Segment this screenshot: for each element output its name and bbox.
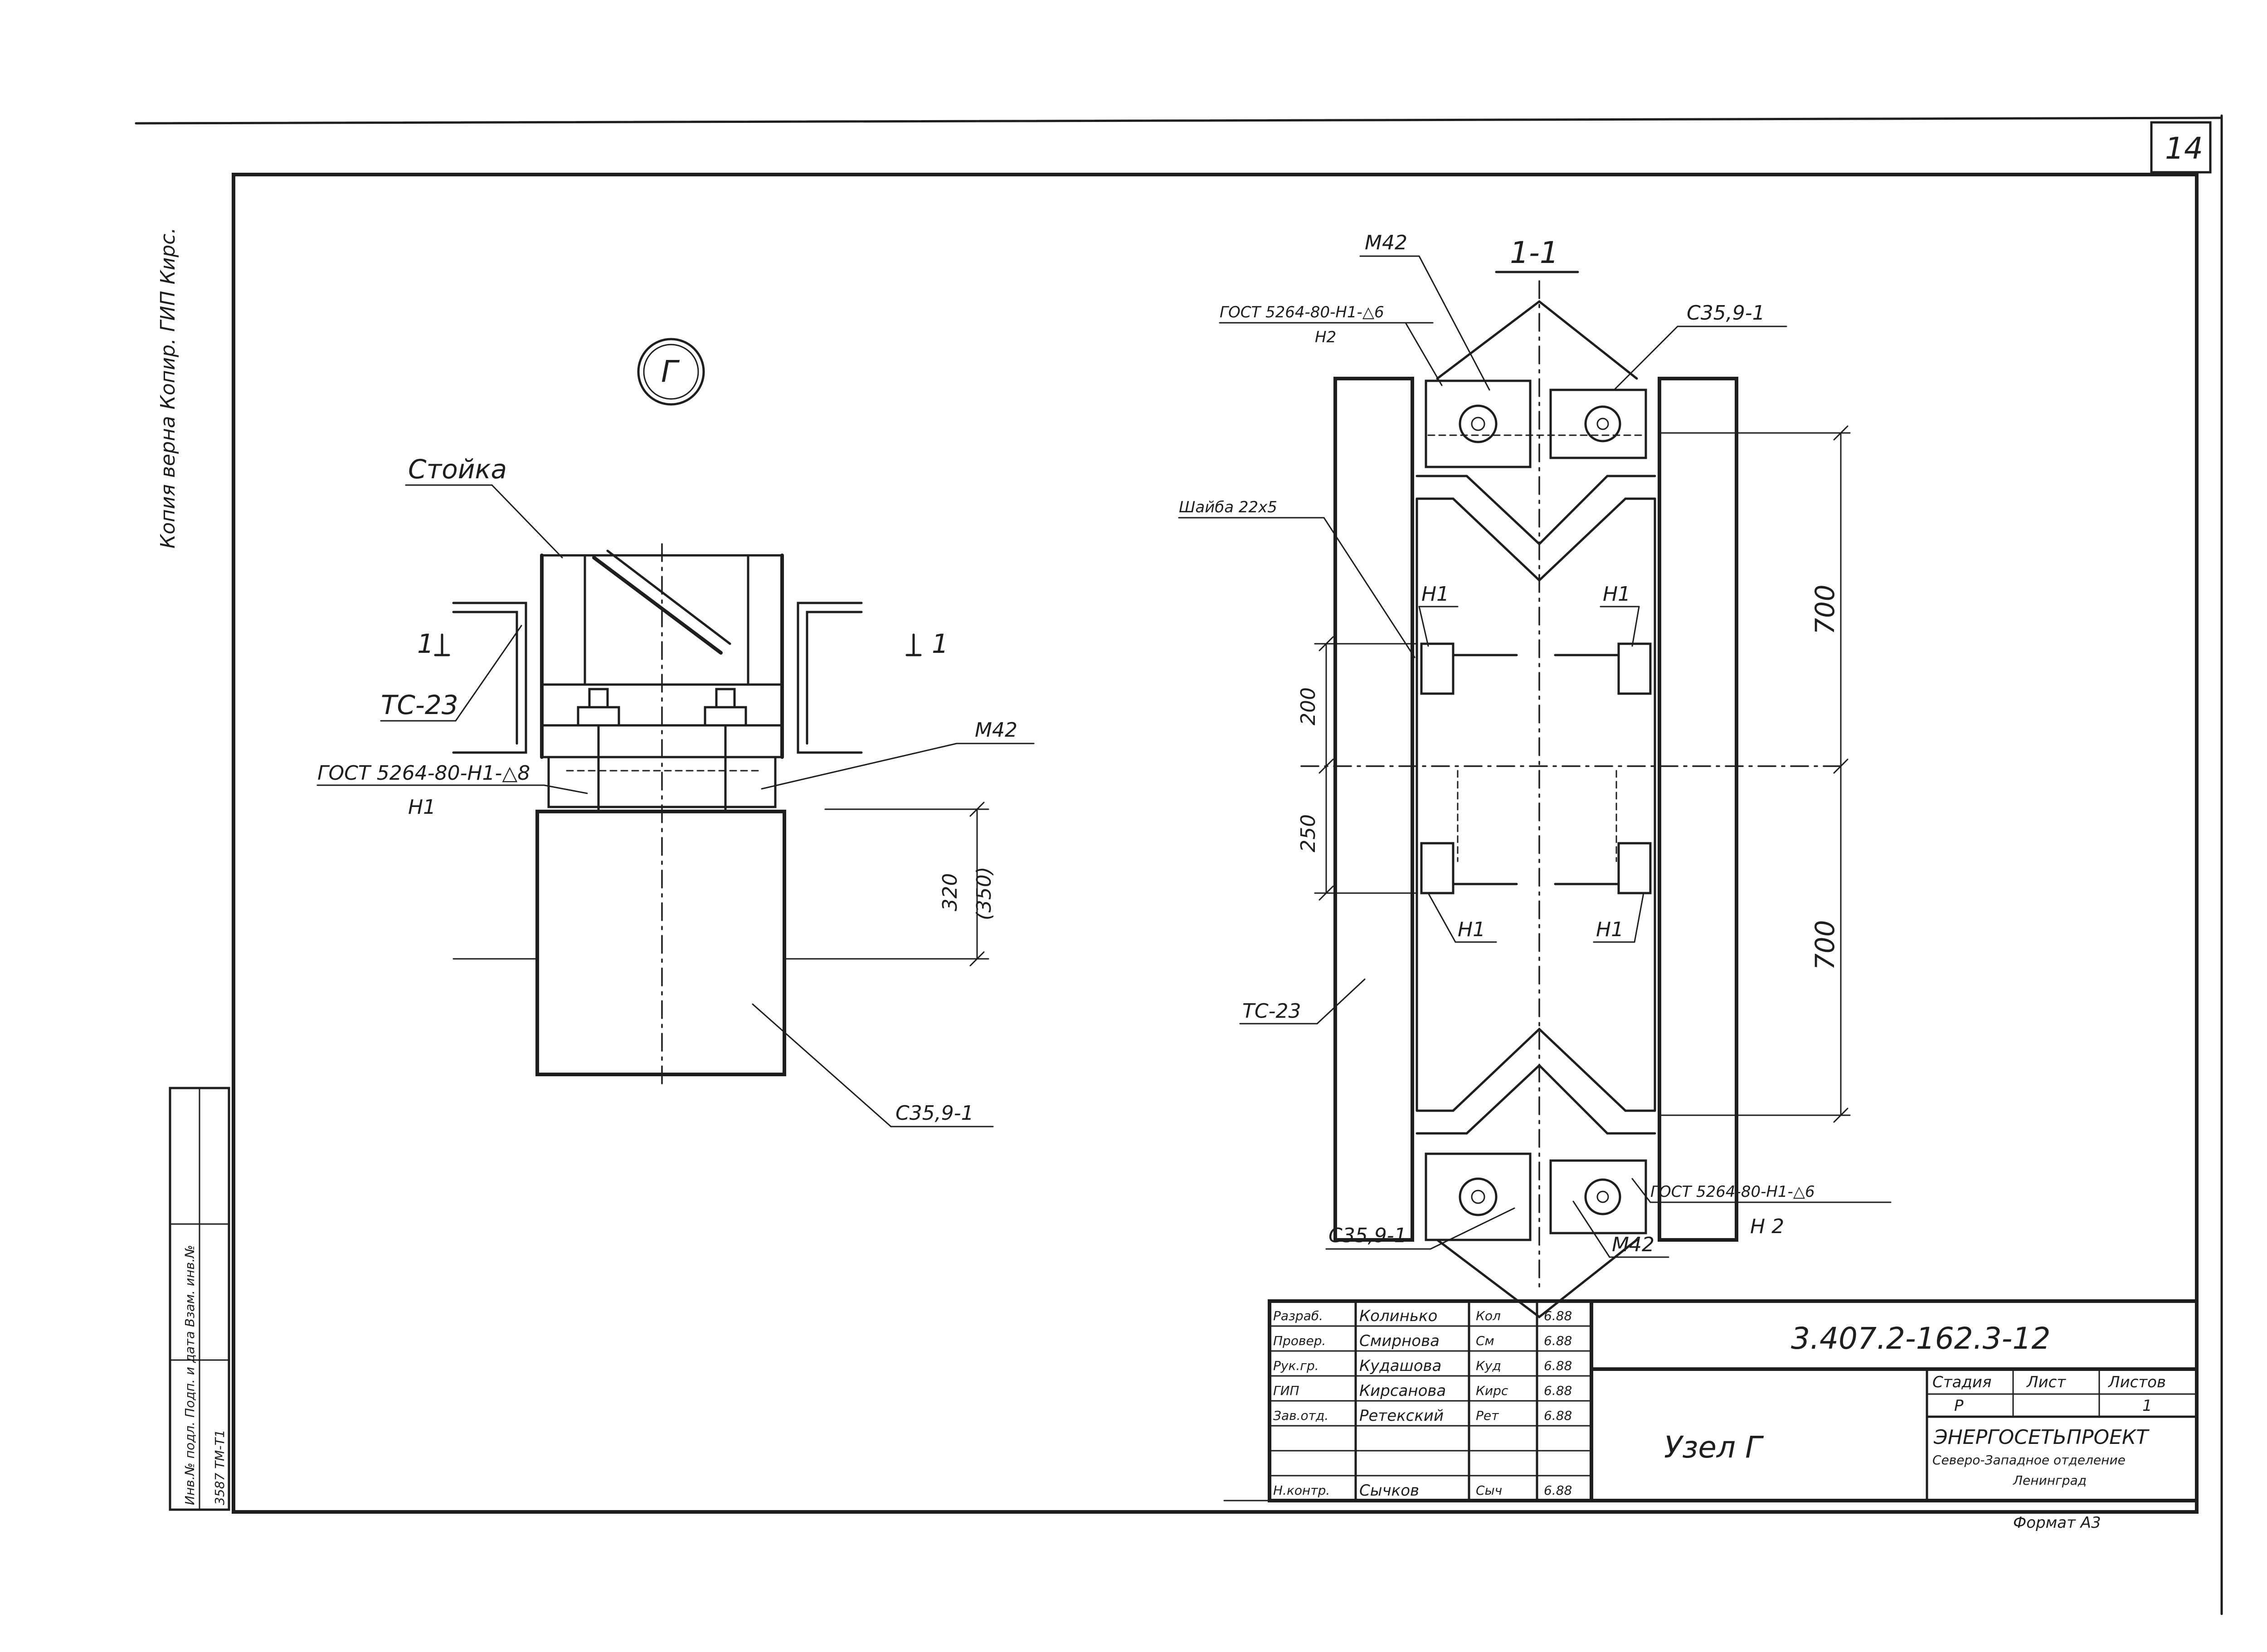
label-m42-bottom: М42	[1612, 1233, 1654, 1256]
title-block: 3.407.2-162.3-12 Узел Г Стадия Лист Лист…	[1223, 1299, 2199, 1532]
page-number: 14	[2165, 131, 2203, 166]
drawing-title: Узел Г	[1664, 1430, 1764, 1465]
label-c35-bottom: С35,9-1	[1328, 1224, 1407, 1247]
svg-text:Кудашова: Кудашова	[1359, 1357, 1441, 1375]
section-mark-right: 1	[932, 628, 949, 659]
svg-text:6.88: 6.88	[1544, 1408, 1572, 1423]
svg-text:6.88: 6.88	[1544, 1333, 1572, 1348]
svg-text:Смирнова: Смирнова	[1359, 1332, 1440, 1350]
label-m42-top: М42	[1365, 231, 1407, 254]
drawing-code: 3.407.2-162.3-12	[1791, 1321, 2050, 1356]
side-stamp: Инв.№ подл. Подп. и дата Взам. инв.№ 358…	[169, 1087, 230, 1511]
org-line1: ЭНЕРГОСЕТЬПРОЕКТ	[1933, 1426, 2150, 1449]
label-c35-left: С35,9-1	[895, 1102, 974, 1125]
label-n2-top: Н2	[1315, 328, 1336, 346]
label-gost-top: ГОСТ 5264-80-Н1-△6	[1220, 303, 1384, 321]
personnel-rows: Разраб. Колинько Кол 6.88 Провер. Смирно…	[1273, 1307, 1572, 1500]
svg-text:ГИП: ГИП	[1273, 1383, 1299, 1398]
node-mark: Г	[661, 354, 680, 389]
org-line2: Северо-Западное отделение	[1932, 1453, 2126, 1467]
label-plate: Шайба 22х5	[1179, 498, 1277, 516]
label-m42-left: М42	[975, 719, 1017, 742]
svg-text:6.88: 6.88	[1544, 1308, 1572, 1323]
dim-700-top: 700	[1810, 584, 1840, 635]
dim-200: 200	[1297, 687, 1320, 725]
stage-value: Р	[1954, 1397, 1964, 1415]
dim-350: (350)	[973, 867, 996, 920]
svg-text:6.88: 6.88	[1544, 1383, 1572, 1398]
org-line3: Ленинград	[2013, 1473, 2087, 1488]
svg-text:Провер.: Провер.	[1273, 1333, 1326, 1348]
label-tc23-left: ТС-23	[381, 690, 458, 720]
svg-text:Сыч: Сыч	[1476, 1483, 1502, 1498]
table-row: Провер. Смирнова См 6.88	[1273, 1332, 1572, 1350]
table-row: Разраб. Колинько Кол 6.88	[1273, 1307, 1572, 1325]
label-n2-bottom: Н 2	[1750, 1215, 1784, 1238]
right-view: 1-1	[1178, 231, 1892, 1319]
side-stamp-row2: 3587 ТМ-Т1	[212, 1430, 227, 1505]
table-row: Рук.гр. Кудашова Куд 6.88	[1273, 1357, 1572, 1375]
format-label: Формат А3	[2013, 1514, 2101, 1532]
svg-text:Зав.отд.: Зав.отд.	[1273, 1408, 1328, 1423]
side-note: Копия верна Копир. ГИП Кирс.	[156, 228, 180, 549]
svg-text:Сычков: Сычков	[1359, 1482, 1419, 1500]
table-row: ГИП Кирсанова Кирс 6.88	[1273, 1382, 1572, 1400]
sheet-header: Лист	[2026, 1373, 2066, 1391]
svg-text:Разраб.: Разраб.	[1273, 1308, 1323, 1323]
dim-700-bottom: 700	[1810, 920, 1840, 970]
svg-text:Колинько: Колинько	[1359, 1307, 1437, 1325]
side-stamp-row1: Инв.№ подл. Подп. и дата Взам. инв.№	[182, 1245, 197, 1505]
label-gost-bottom: ГОСТ 5264-80-Н1-△6	[1650, 1183, 1815, 1201]
label-n1-left: Н1	[408, 796, 436, 819]
label-tc23-right: ТС-23	[1242, 1000, 1301, 1023]
sheets-value: 1	[2142, 1397, 2152, 1415]
section-mark-left: 1	[417, 628, 434, 659]
table-row: Зав.отд. Ретекский Рет 6.88	[1273, 1407, 1572, 1425]
svg-text:6.88: 6.88	[1544, 1483, 1572, 1498]
label-n1-a: Н1	[1421, 583, 1449, 606]
sheet-frame	[135, 114, 2223, 1615]
svg-text:Рук.гр.: Рук.гр.	[1273, 1358, 1319, 1373]
svg-text:Куд: Куд	[1476, 1358, 1501, 1373]
label-n1-d: Н1	[1596, 918, 1624, 941]
label-n1-b: Н1	[1603, 583, 1630, 606]
sheets-header: Листов	[2107, 1373, 2166, 1391]
svg-text:Кол: Кол	[1476, 1308, 1501, 1323]
section-title: 1-1	[1510, 235, 1559, 270]
svg-text:Кирс: Кирс	[1476, 1383, 1508, 1398]
svg-text:Рет: Рет	[1476, 1408, 1499, 1423]
table-row: Н.контр. Сычков Сыч 6.88	[1273, 1482, 1572, 1500]
dim-250: 250	[1297, 814, 1320, 852]
label-stoyka: Стойка	[408, 454, 507, 485]
label-n1-c: Н1	[1458, 918, 1485, 941]
svg-text:Н.контр.: Н.контр.	[1273, 1483, 1330, 1498]
stage-header: Стадия	[1932, 1373, 1991, 1391]
node-mark-circle	[637, 338, 705, 406]
svg-text:См: См	[1476, 1333, 1494, 1348]
label-c35-top: С35,9-1	[1687, 301, 1765, 325]
svg-text:Кирсанова: Кирсанова	[1359, 1382, 1446, 1400]
svg-text:6.88: 6.88	[1544, 1358, 1572, 1373]
dim-320: 320	[939, 873, 962, 911]
left-view: Г 320 (350) С	[316, 338, 1035, 1127]
label-gost-left: ГОСТ 5264-80-Н1-△8	[317, 762, 530, 785]
svg-text:Ретекский: Ретекский	[1359, 1407, 1444, 1425]
